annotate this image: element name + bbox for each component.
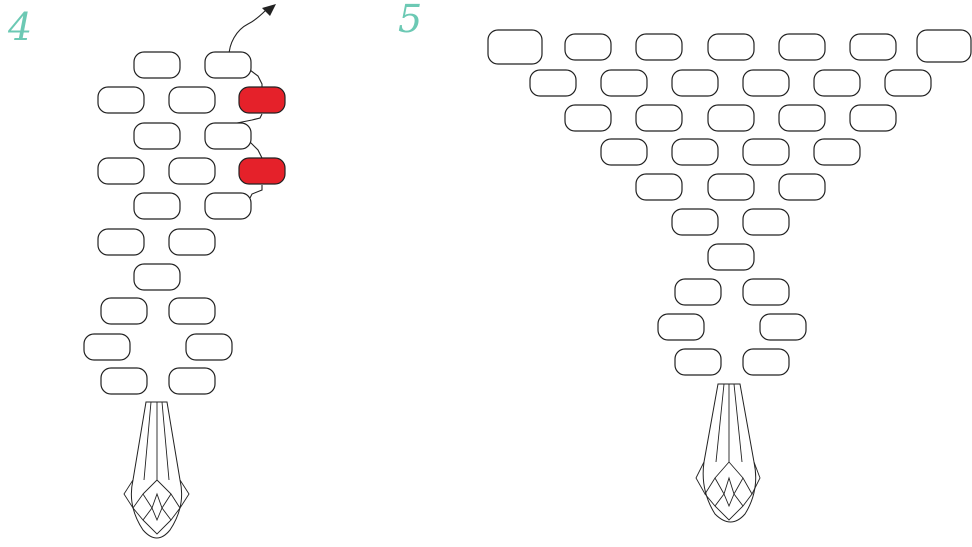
bead [850,105,896,131]
highlighted-bead [239,87,285,113]
bead [814,139,860,165]
bead [636,105,682,131]
bead [636,34,682,60]
teardrop-crystal-icon [124,402,189,538]
bead [98,158,144,184]
bead [601,70,647,96]
bead [169,298,215,324]
bead [743,139,789,165]
bead [488,30,542,64]
arrow-head-icon [262,4,276,16]
bead [658,314,704,340]
bead [850,34,896,60]
step-4-diagram [84,4,285,538]
bead [134,264,180,290]
bead [565,105,611,131]
bead [814,70,860,96]
bead [760,314,806,340]
bead [134,193,180,219]
bead [205,52,251,78]
bead [743,279,789,305]
bead [708,105,754,131]
bead [565,34,611,60]
bead [743,349,789,375]
bead [169,368,215,394]
bead [98,229,144,255]
bead [917,30,971,62]
bead [779,34,825,60]
bead [205,123,251,149]
bead [636,174,682,200]
bead [779,174,825,200]
bead [101,368,147,394]
bead [134,123,180,149]
bead [601,139,647,165]
bead [779,105,825,131]
teardrop-crystal-icon [696,384,760,522]
bead [675,349,721,375]
bead [169,87,215,113]
bead [169,158,215,184]
thread-path [250,185,262,198]
bead [84,334,130,360]
bead [708,244,754,270]
bead [672,139,718,165]
bead [885,70,931,96]
bead [743,209,789,235]
bead [743,70,789,96]
highlighted-bead [239,158,285,184]
bead [134,52,180,78]
step-5-label: 5 [398,0,422,41]
bead [672,70,718,96]
bead [186,334,232,360]
step-4-label: 4 [7,5,32,49]
bead [708,174,754,200]
step-5-diagram [488,30,971,522]
bead [169,229,215,255]
thread-path [229,10,266,56]
bead [708,34,754,60]
thread-path [250,142,262,158]
bead [672,209,718,235]
bead [101,298,147,324]
bead [98,87,144,113]
bead [530,70,576,96]
bead [205,193,251,219]
bead [675,279,721,305]
